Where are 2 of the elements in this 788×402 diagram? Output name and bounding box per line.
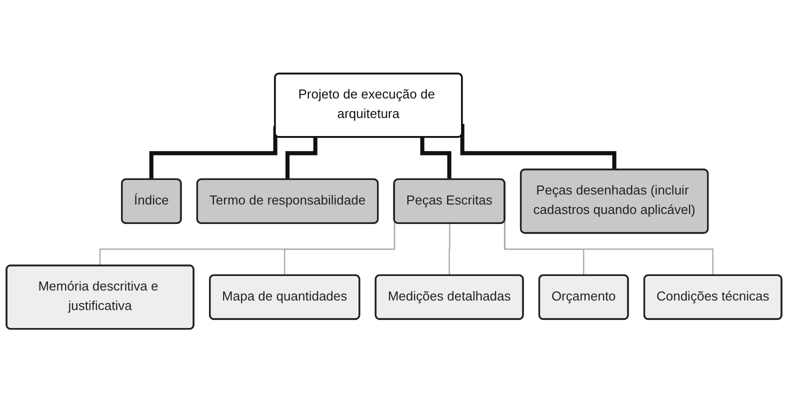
connector [448, 223, 450, 276]
connector [504, 221, 585, 276]
